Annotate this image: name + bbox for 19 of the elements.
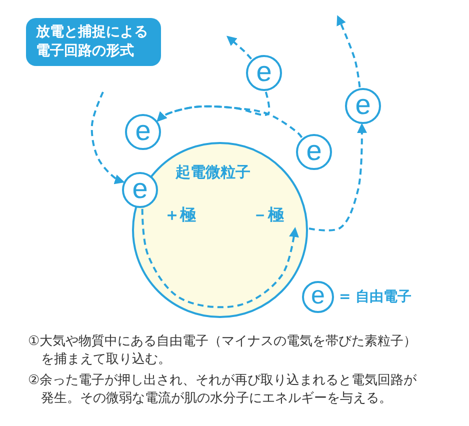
electron-circle: e bbox=[122, 172, 158, 208]
dashed-arrow bbox=[336, 15, 361, 88]
electron-circle: e bbox=[246, 55, 282, 91]
electron-circle: e bbox=[125, 114, 161, 150]
pole-label: ＋極 bbox=[164, 205, 196, 225]
note-text: ①大気や物質中にある自由電子（マイナスの電気を帯びた素粒子）を捕まえて取り込む。 bbox=[28, 333, 418, 369]
particle-label: 起電微粒子 bbox=[176, 163, 250, 181]
electron-circle: e bbox=[345, 88, 381, 124]
dashed-arrow bbox=[141, 208, 299, 308]
pole-label: －極 bbox=[252, 205, 284, 225]
note-text: ②余った電子が押し出され、それが再び取り込まれると電気回路が発生。その微弱な電流が肌の水分子にエネルギーを与える。 bbox=[28, 372, 418, 408]
title-box: 放電と捕捉による電子回路の形式 bbox=[26, 18, 161, 66]
electron-circle: e bbox=[302, 281, 334, 313]
dashed-arrow bbox=[156, 105, 303, 138]
dashed-arrow bbox=[308, 122, 367, 232]
electron-circle: e bbox=[296, 134, 332, 170]
dashed-arrow bbox=[90, 92, 125, 184]
legend-text: = 自由電子 bbox=[339, 288, 412, 306]
dashed-arrow bbox=[226, 36, 252, 60]
